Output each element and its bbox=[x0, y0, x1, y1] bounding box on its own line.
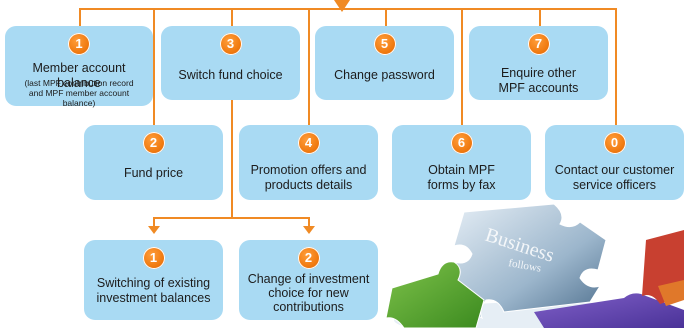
sub-option-label: Change of investment choice for new cont… bbox=[247, 272, 370, 314]
option-label: Switch fund choice bbox=[178, 68, 283, 82]
drop-line-1 bbox=[79, 8, 81, 30]
option-box-7[interactable]: 7 Enquire other MPF accounts bbox=[469, 26, 608, 100]
branch-arrow-left-icon bbox=[148, 226, 160, 234]
option-label: Obtain MPF forms by fax bbox=[427, 163, 496, 192]
option-number-badge: 3 bbox=[219, 33, 242, 55]
puzzle-piece-blue bbox=[443, 203, 607, 320]
drop-line-4 bbox=[308, 8, 310, 126]
option-box-3[interactable]: 3 Switch fund choice bbox=[161, 26, 300, 100]
option-number-badge: 4 bbox=[297, 132, 320, 154]
option-label: Change password bbox=[334, 68, 435, 82]
option-label: Fund price bbox=[123, 166, 184, 180]
branch-line-horizontal bbox=[153, 217, 310, 219]
sub-option-number-badge: 1 bbox=[142, 247, 165, 269]
branch-arrow-right-icon bbox=[303, 226, 315, 234]
puzzle-piece-purple bbox=[534, 293, 684, 328]
option-number-badge: 7 bbox=[527, 33, 550, 55]
option-number-badge: 1 bbox=[68, 33, 90, 55]
sub-option-box-1[interactable]: 1 Switching of existing investment balan… bbox=[84, 240, 223, 320]
drop-line-3 bbox=[231, 8, 233, 30]
sub-option-number-badge: 2 bbox=[297, 247, 320, 269]
drop-line-2 bbox=[153, 8, 155, 126]
drop-line-0 bbox=[615, 8, 617, 126]
puzzle-pieces-image: Business follows bbox=[385, 203, 684, 328]
option-number-badge: 5 bbox=[373, 33, 396, 55]
option-label: Member account balance bbox=[32, 61, 126, 90]
puzzle-piece-orange bbox=[658, 280, 684, 306]
top-connector-line bbox=[79, 8, 616, 10]
option-box-6[interactable]: 6 Obtain MPF forms by fax bbox=[392, 125, 531, 200]
branch-line-left bbox=[153, 217, 155, 227]
option-label: Enquire other MPF accounts bbox=[498, 66, 579, 95]
option-box-2[interactable]: 2 Fund price bbox=[84, 125, 223, 200]
option-box-5[interactable]: 5 Change password bbox=[315, 26, 454, 100]
drop-line-7 bbox=[539, 8, 541, 30]
puzzle-piece-green bbox=[385, 261, 485, 328]
drop-line-6 bbox=[461, 8, 463, 126]
option-label: Promotion offers and products details bbox=[250, 163, 367, 192]
drop-line-5 bbox=[385, 8, 387, 30]
option-sublabel: (last MPF contribution record and MPF me… bbox=[24, 78, 134, 108]
option-label: Contact our customer service officers bbox=[554, 163, 675, 192]
option-number-badge: 6 bbox=[450, 132, 473, 154]
option-box-1[interactable]: 1 Member account balance (last MPF contr… bbox=[5, 26, 153, 108]
follows-word: follows bbox=[507, 257, 542, 275]
top-arrow-icon bbox=[334, 0, 350, 12]
sub-option-box-2[interactable]: 2 Change of investment choice for new co… bbox=[239, 240, 378, 320]
branch-line-vertical bbox=[231, 100, 233, 218]
puzzle-text-follows: follows bbox=[507, 257, 542, 275]
option-box-4[interactable]: 4 Promotion offers and products details bbox=[239, 125, 378, 200]
option-number-badge: 2 bbox=[142, 132, 165, 154]
option-number-badge: 0 bbox=[603, 132, 626, 154]
option-box-0[interactable]: 0 Contact our customer service officers bbox=[545, 125, 684, 200]
sub-option-label: Switching of existing investment balance… bbox=[96, 276, 211, 305]
branch-line-right bbox=[308, 217, 310, 227]
